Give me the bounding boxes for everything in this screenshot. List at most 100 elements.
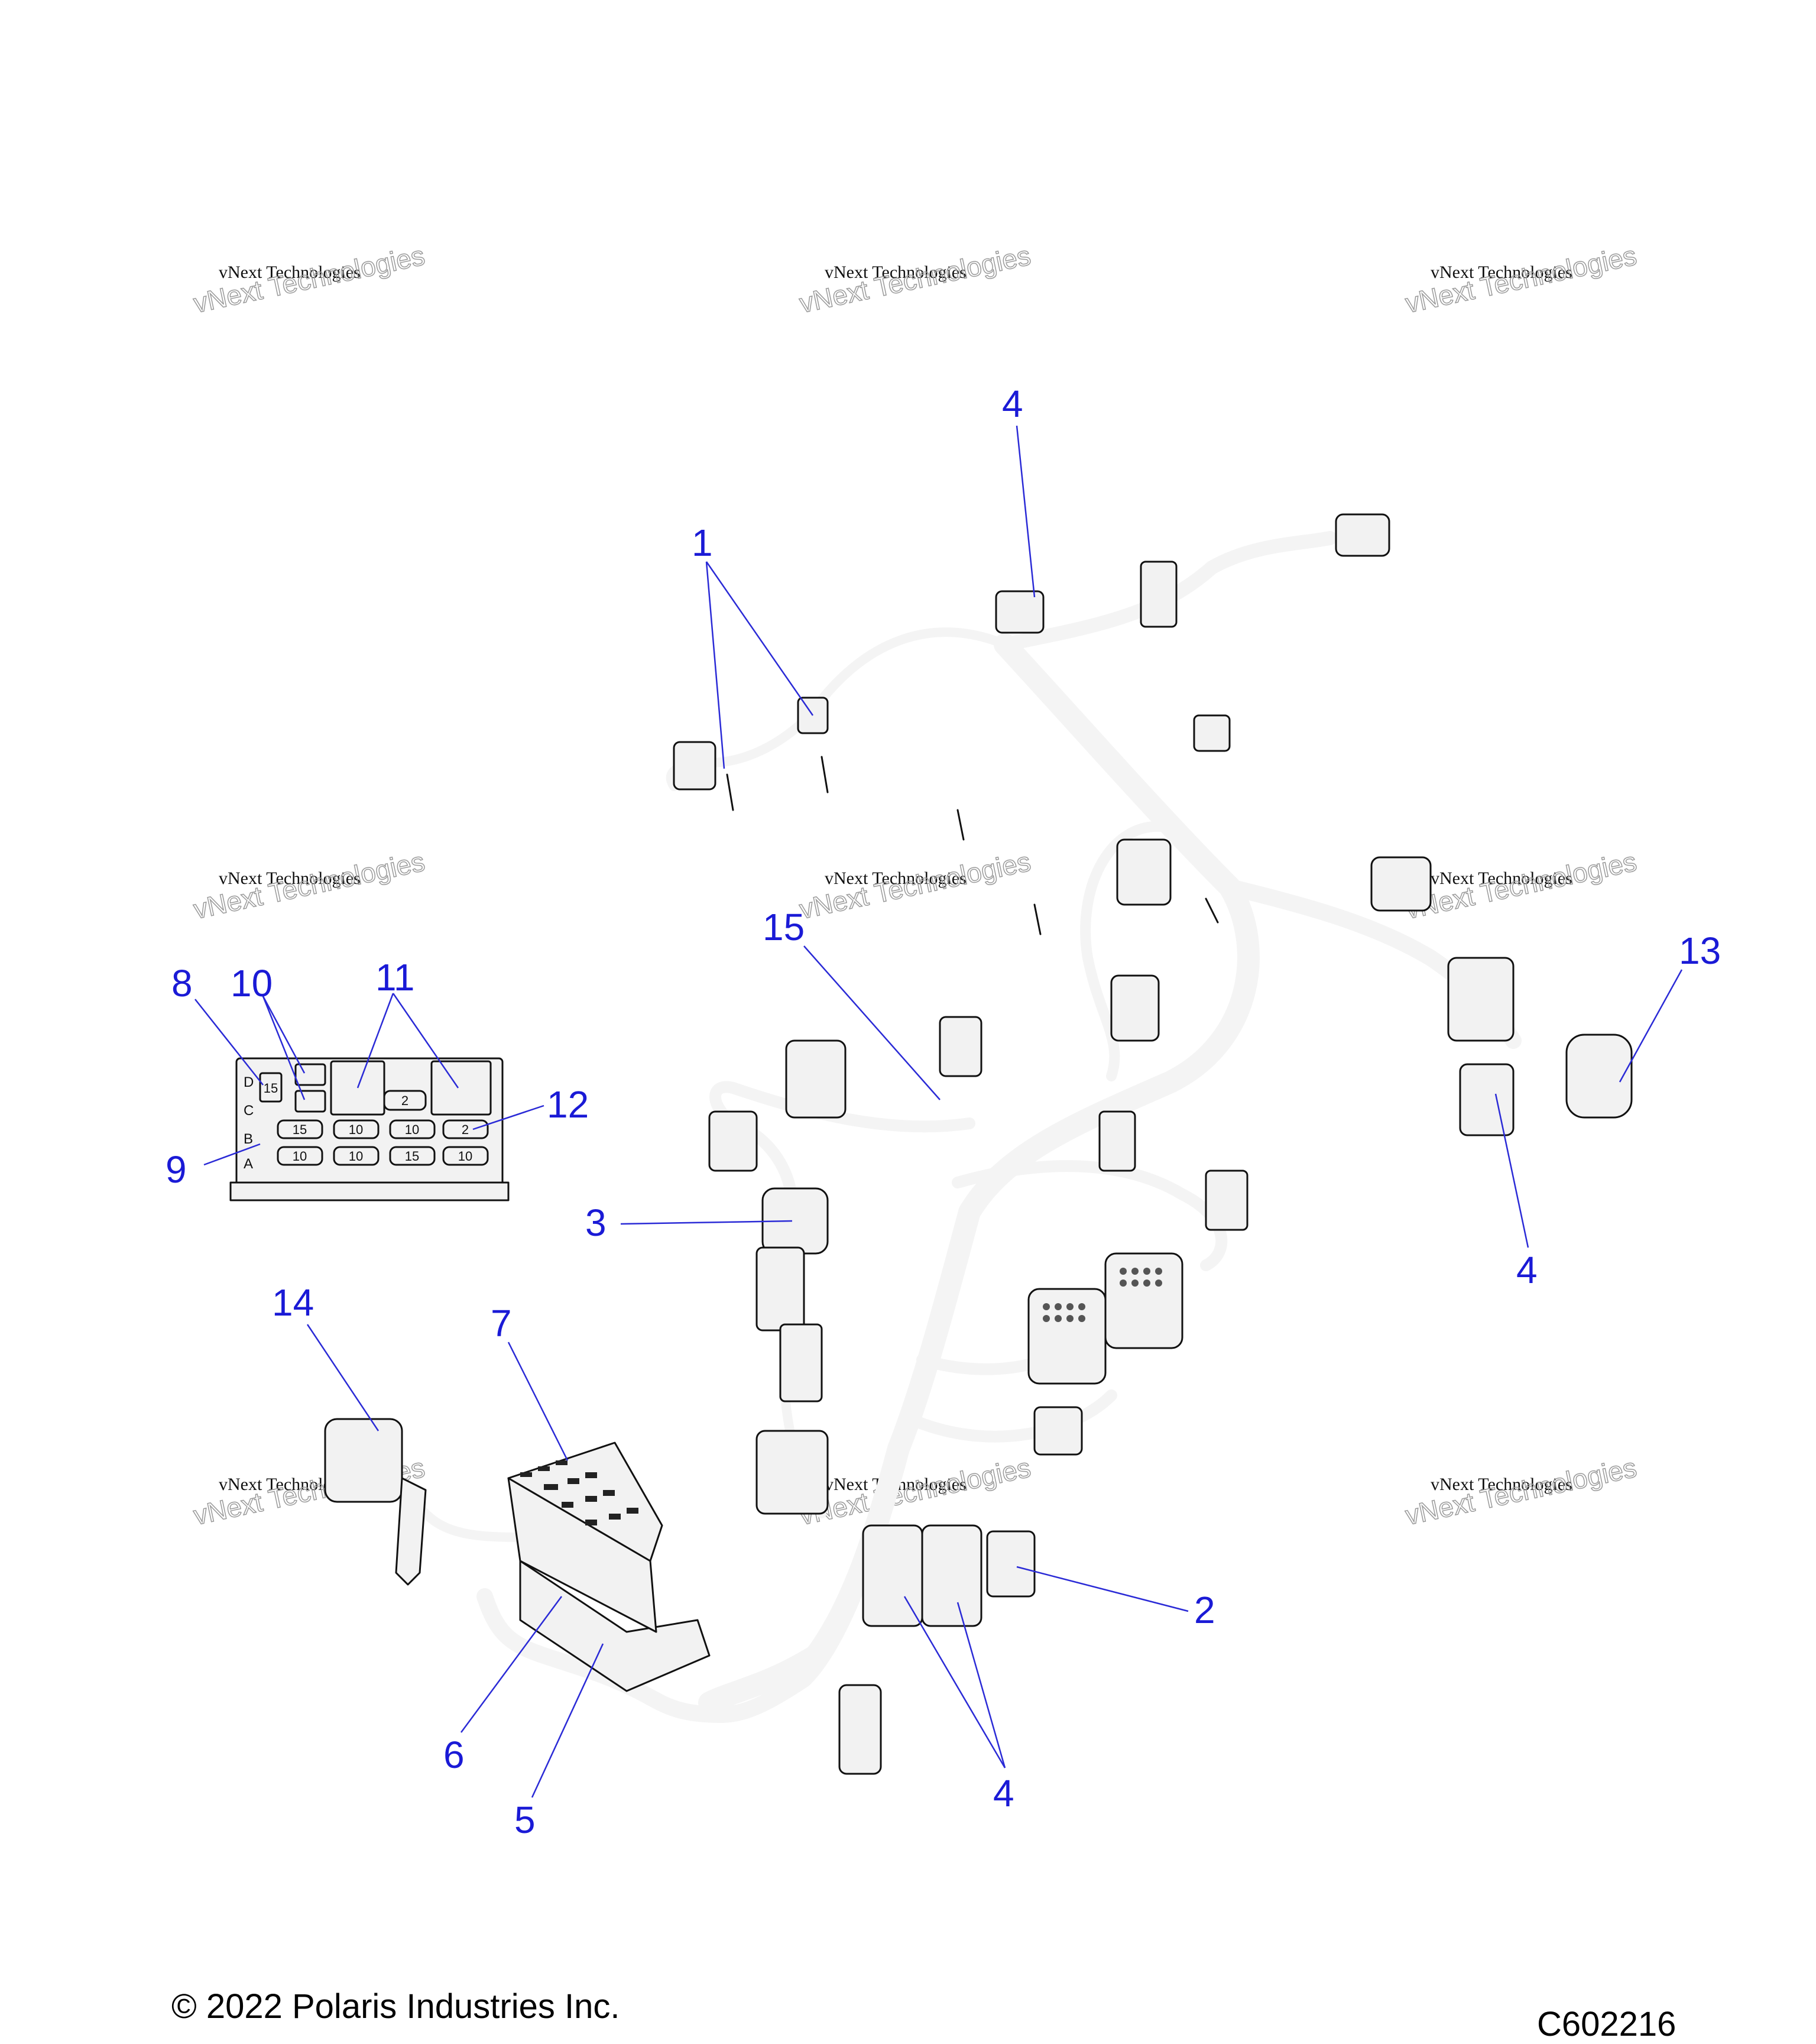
connector (1370, 856, 1432, 912)
callout-12: 12 (547, 1083, 589, 1126)
watermark: vNext Technologies vNext Technologies (1402, 1452, 1640, 1531)
svg-text:vNext Technologies: vNext Technologies (1431, 869, 1572, 888)
watermark: vNext Technologies vNext Technologies (796, 239, 1034, 319)
fuse (333, 1146, 380, 1166)
connector-2 (986, 1530, 1036, 1598)
leader-2 (1016, 1566, 1189, 1612)
fuse-d-rating: 15 (264, 1081, 278, 1096)
callout-14: 14 (272, 1281, 314, 1324)
connector (1459, 1063, 1515, 1136)
callout-4-top: 4 (1002, 383, 1023, 425)
connector (755, 1430, 829, 1515)
leader-10a (262, 996, 306, 1074)
leader-3 (620, 1220, 793, 1225)
connector-13 (1565, 1034, 1633, 1119)
fuse-block-inset: D C B A 15 2 15 10 10 2 10 10 15 10 (229, 1057, 510, 1201)
connector (1104, 1252, 1183, 1349)
fuse (277, 1146, 323, 1166)
row-label-c: C (244, 1103, 254, 1119)
fuse-rating: 10 (405, 1122, 419, 1137)
connector (1447, 957, 1515, 1042)
connector (1140, 561, 1178, 628)
connector-14 (324, 1418, 403, 1503)
callout-13: 13 (1679, 929, 1721, 972)
watermark: vNext Technologies vNext Technologies (190, 846, 428, 925)
connector-14-boot (395, 1477, 427, 1586)
connector (1205, 1170, 1248, 1231)
fuse (277, 1119, 323, 1139)
row-label-a: A (244, 1156, 253, 1172)
leader-lines (194, 425, 1683, 1798)
leader-15 (803, 945, 941, 1100)
fuse-d (259, 1072, 283, 1103)
leader-14 (306, 1324, 380, 1431)
connector (1193, 714, 1231, 752)
fuse-rating: 10 (458, 1149, 472, 1164)
connector (995, 590, 1045, 634)
leader-1b (705, 561, 814, 716)
leader-10b (262, 996, 306, 1100)
svg-text:vNext Technologies: vNext Technologies (1431, 263, 1572, 282)
fuse-rating: 15 (293, 1122, 307, 1137)
watermark: vNext Technologies vNext Technologies (796, 1452, 1034, 1531)
watermark: vNext Technologies vNext Technologies (796, 846, 1034, 925)
callout-7: 7 (491, 1302, 512, 1345)
fuse-relay-box (507, 1442, 711, 1692)
callout-6: 6 (443, 1734, 465, 1776)
connector-4 (921, 1524, 982, 1627)
fuse-rating: 10 (349, 1122, 363, 1137)
leader-9 (203, 1143, 261, 1166)
fuse (442, 1119, 489, 1139)
callouts: 1 4 4 4 15 13 8 10 11 12 9 3 14 7 2 6 5 (166, 383, 1721, 1841)
watermark: vNext Technologies vNext Technologies (1402, 239, 1640, 319)
svg-text:vNext Technologies: vNext Technologies (219, 263, 361, 282)
copyright-notice: © 2022 Polaris Industries Inc. (171, 1987, 620, 2026)
callout-4-right: 4 (1516, 1249, 1538, 1291)
fuse-box-base (519, 1560, 711, 1692)
callout-11: 11 (375, 956, 414, 999)
connector (838, 1684, 882, 1775)
fuse (333, 1119, 380, 1139)
connector (785, 1039, 847, 1119)
callout-8: 8 (171, 962, 193, 1005)
fuse (389, 1119, 436, 1139)
connector (1098, 1110, 1136, 1172)
fuse-rating: 2 (462, 1122, 469, 1137)
diode (294, 1090, 326, 1113)
fuse-top-rating: 2 (401, 1093, 408, 1108)
connector (1116, 838, 1172, 906)
watermark: vNext Technologies vNext Technologies (190, 239, 428, 319)
connector (939, 1016, 982, 1077)
svg-text:vNext Technologies: vNext Technologies (219, 869, 361, 888)
connector (779, 1323, 823, 1402)
connector (1033, 1406, 1083, 1456)
mounting-studs (726, 756, 1219, 935)
fuse (389, 1146, 436, 1166)
callout-9: 9 (166, 1148, 187, 1191)
connector (755, 1246, 805, 1332)
connector (1110, 974, 1160, 1042)
row-label-d: D (244, 1074, 254, 1090)
svg-text:vNext Technologies: vNext Technologies (1431, 1475, 1572, 1494)
leader-13 (1619, 969, 1683, 1083)
leader-11a (356, 993, 394, 1089)
callout-5: 5 (514, 1799, 536, 1841)
svg-text:vNext Technologies: vNext Technologies (825, 263, 967, 282)
callout-2: 2 (1194, 1589, 1215, 1631)
connector (673, 741, 716, 791)
callout-1: 1 (692, 521, 713, 564)
leader-4-bottom-b (956, 1602, 1006, 1768)
callout-4-bottom: 4 (993, 1772, 1014, 1815)
diode (294, 1063, 326, 1086)
callout-3: 3 (585, 1201, 607, 1244)
leader-6 (460, 1596, 563, 1733)
fuse-rating: 10 (349, 1149, 363, 1164)
fuse-block-base (229, 1181, 510, 1201)
row-label-b: B (244, 1131, 253, 1147)
leader-11b (392, 993, 459, 1089)
leader-8 (194, 999, 264, 1086)
fuse-top (383, 1090, 427, 1111)
leader-4-top (1016, 425, 1036, 598)
leader-4-bottom-a (903, 1596, 1006, 1768)
diagram-code: C602216 (1537, 2005, 1676, 2043)
